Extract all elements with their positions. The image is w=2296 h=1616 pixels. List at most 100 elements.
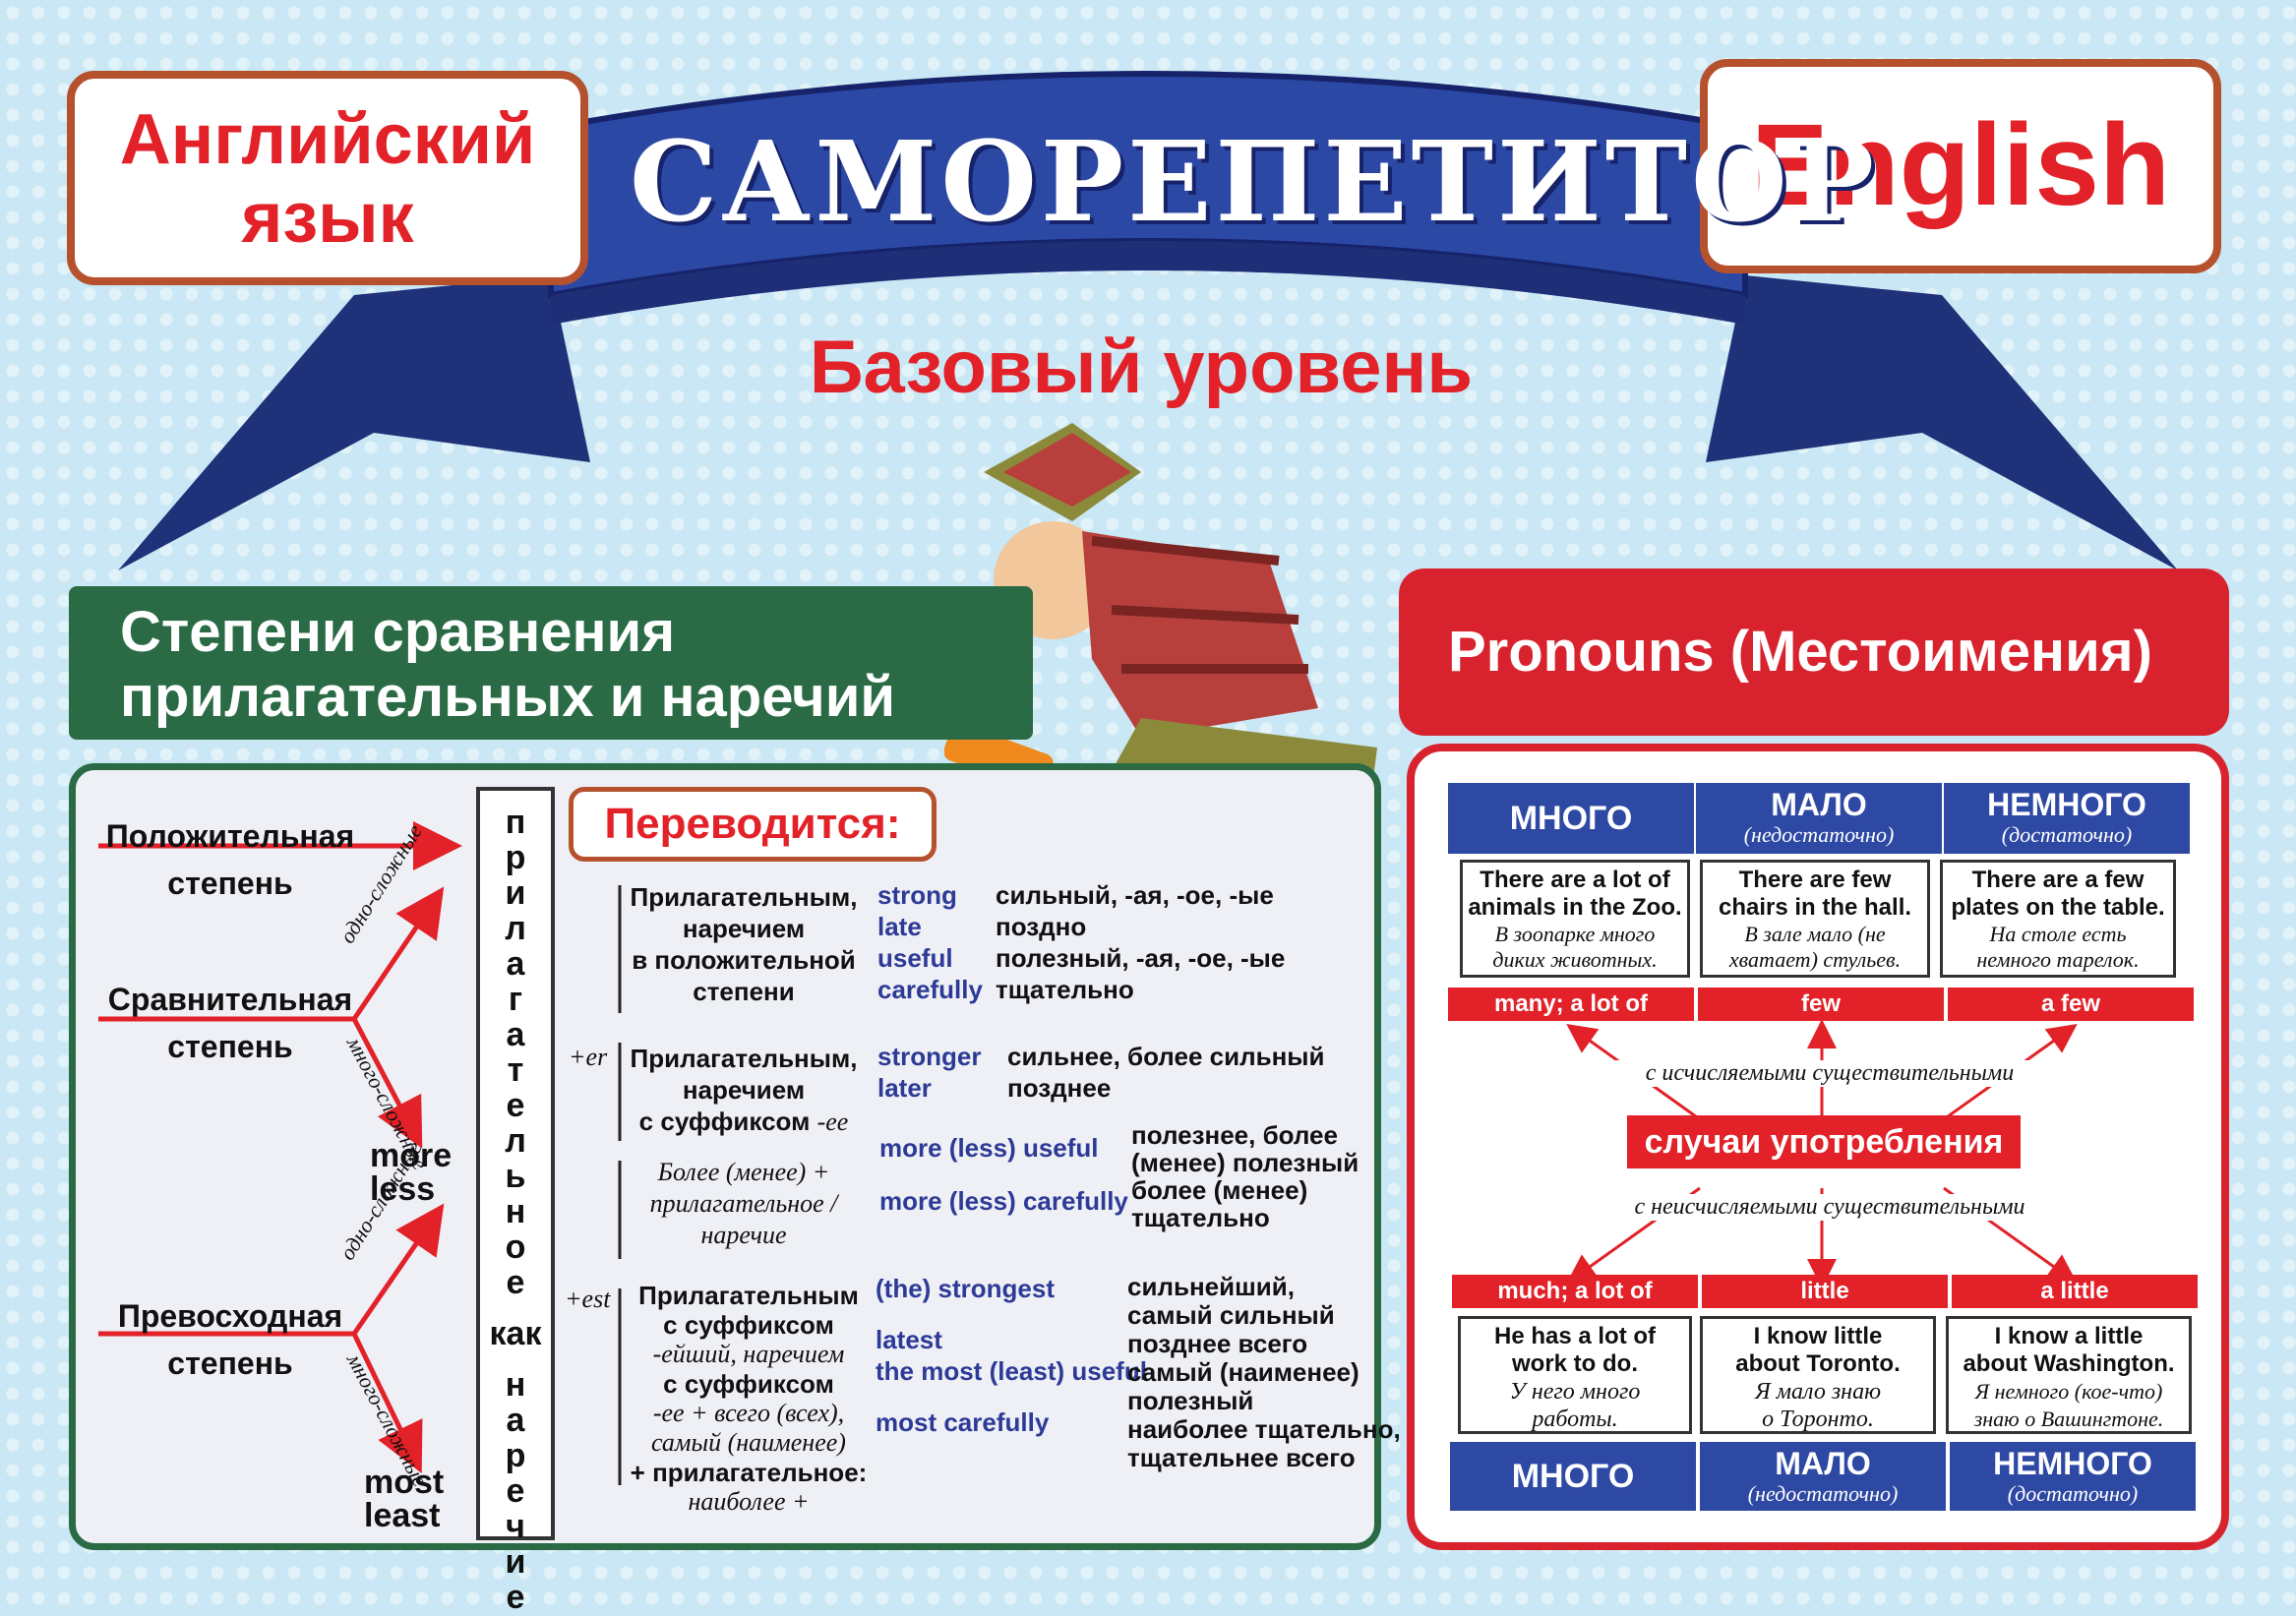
top-ex1-en-2: animals in the Zoo. [1468, 894, 1682, 921]
more-word: more [370, 1137, 453, 1174]
row1-word-4: carefully [877, 975, 983, 1004]
row1-desc-4: степени [693, 977, 795, 1006]
row3-trans-3: более (менее) [1131, 1175, 1308, 1205]
top-bar-few: few [1698, 988, 1944, 1021]
vertical-label-letter: г [508, 981, 523, 1018]
bottom-header-a-few: НЕМНОГО (достаточно) [1950, 1442, 2196, 1511]
bottom-header-a-few-sub: (достаточно) [2007, 1481, 2139, 1506]
bottom-ex2-en-1: I know little [1753, 1323, 1883, 1349]
positive-degree: Положительная степень [102, 812, 358, 907]
row3-desc-3: наречие [700, 1221, 787, 1249]
vertical-label-letter: а [506, 1402, 525, 1439]
row2-words: stronger later [877, 1041, 981, 1104]
row4-desc-8: наиболее + [688, 1487, 810, 1516]
superlative-degree-line-1: Превосходная [117, 1298, 343, 1334]
subtitle: Базовый уровень [809, 326, 1474, 409]
vertical-label-letter: е [506, 1472, 525, 1510]
left-title-line-2: прилагательных и наречий [120, 665, 896, 729]
bottom-ex3-en-1: I know a little [1994, 1323, 2144, 1349]
row2-word-2: later [877, 1073, 932, 1103]
row4-trans-5: полезный [1127, 1386, 1254, 1415]
vertical-label-letter: т [507, 1051, 524, 1089]
vertical-label-letter: о [505, 1228, 526, 1266]
bottom-ex3-ru-1: Я немного (кое-что) [1974, 1379, 2163, 1404]
bottom-ex1-en-1: He has a lot of [1493, 1323, 1657, 1349]
top-header-a-few-main: НЕМНОГО [1987, 787, 2146, 822]
row1-trans-2: поздно [996, 912, 1087, 941]
row3-trans-1: полезнее, более [1131, 1120, 1338, 1150]
vertical-label-letter: ь [505, 1158, 526, 1195]
translated-label-box: Переводится: [569, 787, 937, 862]
row4-trans-2: самый сильный [1127, 1300, 1335, 1330]
top-header-few-main: МАЛО [1771, 787, 1867, 822]
row2-suffix: -ее [816, 1107, 849, 1136]
row2-word-1: stronger [877, 1042, 982, 1071]
vertical-label-letter: л [505, 1122, 526, 1160]
top-ex1-en-1: There are a lot of [1480, 867, 1670, 893]
row4-translations: сильнейший, самый сильный позднее всего … [1127, 1273, 1401, 1472]
comparative-degree-line-2: степень [167, 1029, 293, 1064]
less-word: less [370, 1170, 436, 1208]
row1-trans-3: полезный, -ая, -ое, -ые [996, 943, 1286, 973]
row1-trans-4: тщательно [996, 975, 1134, 1004]
bottom-ex2-en-2: about Toronto. [1735, 1350, 1901, 1377]
row2-desc-3: с суффиксом -ее [626, 1106, 862, 1138]
vertical-label-letter: и [505, 874, 526, 912]
row3-desc-1: Более (менее) + [657, 1158, 830, 1186]
row3-trans-2: (менее) полезный [1131, 1148, 1359, 1177]
top-ex1-ru-2: диких животных. [1492, 947, 1658, 972]
positive-degree-line-2: степень [167, 866, 293, 901]
left-title-line-1: Степени сравнения [120, 600, 676, 664]
top-header-few: МАЛО (недостаточно) [1696, 783, 1942, 854]
top-ex1-ru-1: В зоопарке много [1494, 922, 1656, 946]
positive-degree-line-1: Положительная [105, 818, 355, 854]
row1-desc-2: наречием [682, 914, 806, 943]
left-badge: Английский язык [67, 71, 588, 285]
row1-translations: сильный, -ая, -ое, -ые поздно полезный, … [996, 879, 1285, 1005]
top-ex2-ru-2: хватает) стульев. [1728, 947, 1902, 972]
top-header-few-sub: (недостаточно) [1743, 822, 1895, 847]
bottom-header-many-main: МНОГО [1511, 1458, 1635, 1495]
bottom-header-a-few-main: НЕМНОГО [1993, 1446, 2152, 1481]
bottom-example-3: I know a little about Washington. Я немн… [1946, 1316, 2192, 1434]
left-section-body [69, 763, 1381, 1550]
row1-desc-3: в положительной [632, 945, 856, 975]
top-header-many-main: МНОГО [1509, 800, 1633, 837]
right-badge-text: English [1750, 100, 2171, 230]
top-ex3-ru-1: На столе есть [1989, 922, 2127, 946]
bottom-header-few: МАЛО (недостаточно) [1700, 1442, 1946, 1511]
row4-word-4: most carefully [876, 1407, 1050, 1437]
vertical-label-letter: п [505, 804, 526, 841]
bottom-bar-much: much; a lot of [1452, 1275, 1698, 1308]
bottom-example-1: He has a lot of work to do. У него много… [1458, 1316, 1692, 1434]
vertical-label-letter: н [505, 1366, 526, 1404]
least-word: least [364, 1497, 441, 1534]
row4-desc-1: Прилагательным [638, 1281, 859, 1310]
row1-word-2: late [877, 912, 922, 941]
row3-trans-4: тщательно [1131, 1203, 1270, 1232]
vertical-label-letter: е [506, 1087, 525, 1124]
top-example-3: There are a few plates on the table. На … [1940, 860, 2176, 978]
vertical-label-letter: е [506, 1264, 525, 1301]
right-badge: English [1700, 59, 2221, 273]
top-ex2-en-1: There are few [1738, 867, 1892, 893]
row4-trans-3: позднее всего [1127, 1329, 1308, 1358]
vertical-label-word: как [489, 1315, 542, 1352]
banner-title: САМОРЕПЕТИТОР [630, 118, 1878, 247]
left-section-title: Степени сравнения прилагательных и нареч… [69, 586, 1033, 740]
most-least: most least [364, 1466, 444, 1532]
row4-trans-1: сильнейший, [1127, 1272, 1295, 1301]
uncountable-label: с неисчисляемыми существительными [1574, 1194, 2085, 1221]
most-word: most [364, 1464, 445, 1501]
row3-word-2: more (less) carefully [879, 1186, 1128, 1216]
row4-desc-2: с суффиксом [663, 1310, 834, 1340]
bottom-ex1-ru-2: работы. [1532, 1407, 1618, 1432]
row2-desc-1: Прилагательным, [630, 1044, 858, 1073]
degrees-arrows [98, 821, 462, 1474]
top-ex3-en-1: There are a few [1971, 867, 2145, 893]
row2-trans-2: позднее [1007, 1073, 1112, 1103]
row1-word-1: strong [877, 880, 957, 910]
row1-word-3: useful [877, 943, 953, 973]
